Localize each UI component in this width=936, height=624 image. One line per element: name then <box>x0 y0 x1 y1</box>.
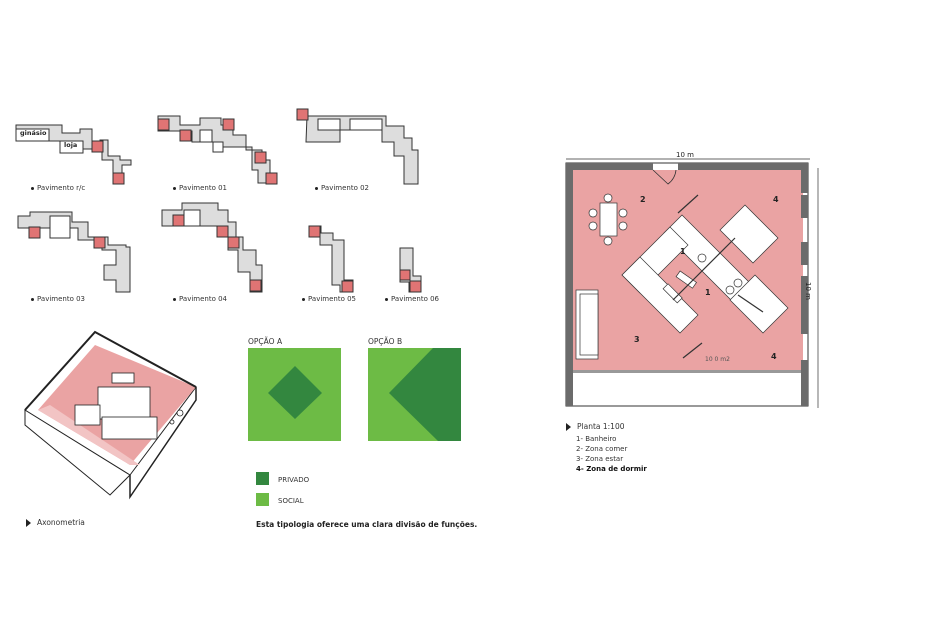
option-a-label: OPÇÃO A <box>248 337 283 346</box>
zone-4-label-top: 4 <box>773 195 779 204</box>
plan-title: Planta 1:100 <box>566 422 625 431</box>
floor-plans-diagram <box>15 108 422 293</box>
legend-item: 2- Zona comer <box>576 445 628 453</box>
floor-label-04: Pavimento 04 <box>173 295 227 303</box>
zone-2-label: 2 <box>640 195 646 204</box>
axonometry-drawing <box>24 330 197 500</box>
zone-1-label-b: 1 <box>705 288 711 297</box>
legend-item: 4- Zona de dormir <box>576 465 647 473</box>
social-label: SOCIAL <box>278 497 304 505</box>
zone-1-label-a: 1 <box>680 247 686 256</box>
floor-label-02: Pavimento 02 <box>315 184 369 192</box>
floor-label-03: Pavimento 03 <box>31 295 85 303</box>
floor-01 <box>157 115 278 185</box>
axonometry-label: Axonometria <box>37 518 85 527</box>
floor-04 <box>161 202 263 293</box>
floor-label-06: Pavimento 06 <box>385 295 439 303</box>
gym-tag: ginásio <box>20 129 47 137</box>
floor-label-rc: Pavimento r/c <box>31 184 85 192</box>
plan-legend: 1- Banheiro 2- Zona comer 3- Zona estar … <box>576 434 647 474</box>
width-dimension: 10 m <box>676 151 694 159</box>
floor-label-01: Pavimento 01 <box>173 184 227 192</box>
legend-item: 3- Zona estar <box>576 455 624 463</box>
floor-label-05: Pavimento 05 <box>302 295 356 303</box>
height-dimension: 10 m <box>804 282 812 300</box>
option-b-diagram <box>368 348 461 441</box>
axonometry-caption: Axonometria <box>26 518 85 527</box>
floor-plan-drawing <box>565 158 819 408</box>
legend-item: 1- Banheiro <box>576 435 617 443</box>
triangle-bullet-icon <box>566 423 571 431</box>
floor-rc <box>15 124 132 185</box>
floor-05 <box>308 225 354 293</box>
floor-03 <box>17 211 131 293</box>
triangle-bullet-icon <box>26 519 31 527</box>
plan-title-text: Planta 1:100 <box>577 422 625 431</box>
option-note: Esta tipologia oferece uma clara divisão… <box>256 520 478 529</box>
private-label: PRIVADO <box>278 476 310 484</box>
area-label: 10 0 m2 <box>705 356 730 363</box>
social-swatch <box>256 493 269 506</box>
shop-tag: loja <box>64 141 78 149</box>
floor-06 <box>399 247 422 293</box>
floor-02 <box>296 108 419 185</box>
private-swatch <box>256 472 269 485</box>
option-b-label: OPÇÃO B <box>368 337 403 346</box>
option-a-diagram <box>248 348 341 441</box>
zone-4-label-bottom: 4 <box>771 352 777 361</box>
zone-3-label: 3 <box>634 335 640 344</box>
